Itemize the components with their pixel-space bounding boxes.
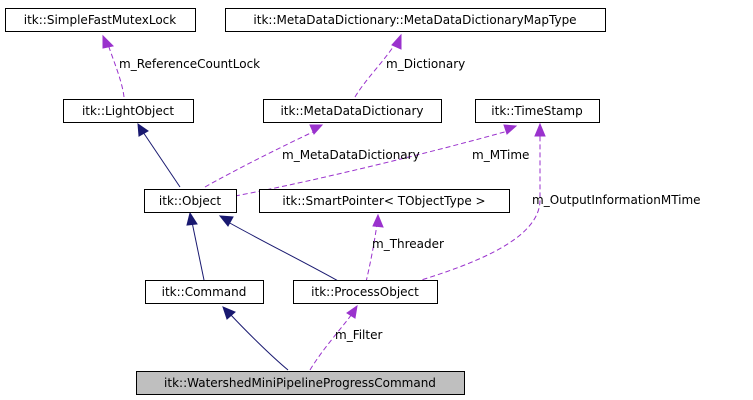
edge-threader	[365, 223, 378, 283]
node-smart-pointer[interactable]: itk::SmartPointer< TObjectType >	[259, 189, 510, 213]
edge-filter	[309, 313, 353, 371]
node-label: itk::MetaDataDictionary	[280, 104, 423, 118]
node-light-object[interactable]: itk::LightObject	[63, 99, 194, 123]
arrowhead-filter	[346, 304, 358, 319]
edge-meta-data-dictionary	[204, 130, 316, 188]
arrowhead-inherit-command-watershed	[222, 306, 236, 320]
node-label: itk::TimeStamp	[491, 104, 582, 118]
label-meta-data-dictionary: m_MetaDataDictionary	[282, 148, 420, 162]
label-output-information-mtime: m_OutputInformationMTime	[532, 193, 701, 207]
arrowhead-threader	[372, 213, 384, 228]
node-label: itk::ProcessObject	[311, 285, 419, 299]
node-process-object[interactable]: itk::ProcessObject	[293, 280, 438, 304]
arrowhead-output-information-mtime	[534, 122, 546, 137]
label-reference-count-lock: m_ReferenceCountLock	[119, 57, 260, 71]
label-threader: m_Threader	[372, 237, 444, 251]
arrowhead-mtime	[503, 124, 518, 135]
node-meta-data-dictionary-map-type[interactable]: itk::MetaDataDictionary::MetaDataDiction…	[225, 8, 606, 32]
node-object[interactable]: itk::Object	[144, 189, 237, 213]
arrowhead-inherit-object-command	[186, 211, 198, 226]
node-label: itk::Object	[159, 194, 221, 208]
edge-mtime	[234, 130, 509, 197]
node-label: itk::MetaDataDictionary::MetaDataDiction…	[253, 13, 576, 27]
arrowhead-meta-data-dictionary	[309, 124, 324, 135]
node-time-stamp[interactable]: itk::TimeStamp	[475, 99, 600, 123]
edge-inherit-light-object	[142, 131, 181, 188]
edge-inherit-object-process	[227, 221, 341, 283]
node-label: itk::SmartPointer< TObjectType >	[282, 194, 485, 208]
label-mtime: m_MTime	[472, 148, 529, 162]
node-label: itk::Command	[162, 285, 247, 299]
node-meta-data-dictionary[interactable]: itk::MetaDataDictionary	[263, 99, 442, 123]
node-label: itk::SimpleFastMutexLock	[24, 13, 177, 27]
node-command[interactable]: itk::Command	[145, 280, 264, 304]
edge-dictionary	[354, 43, 396, 98]
edge-inherit-command-watershed	[229, 313, 289, 371]
label-filter: m_Filter	[335, 328, 382, 342]
arrowhead-inherit-object-process	[218, 215, 234, 227]
node-label: itk::WatershedMiniPipelineProgressComman…	[164, 376, 436, 390]
label-dictionary: m_Dictionary	[386, 57, 465, 71]
arrowhead-dictionary	[391, 33, 402, 50]
edge-reference-count-lock	[107, 43, 125, 98]
arrowhead-reference-count-lock	[102, 34, 115, 49]
arrowhead-inherit-light-object	[137, 122, 149, 137]
node-watershed-mini-pipeline-progress-command[interactable]: itk::WatershedMiniPipelineProgressComman…	[136, 371, 465, 395]
edge-inherit-object-command	[191, 221, 205, 281]
node-label: itk::LightObject	[82, 104, 174, 118]
node-simple-fast-mutex-lock[interactable]: itk::SimpleFastMutexLock	[5, 8, 196, 32]
